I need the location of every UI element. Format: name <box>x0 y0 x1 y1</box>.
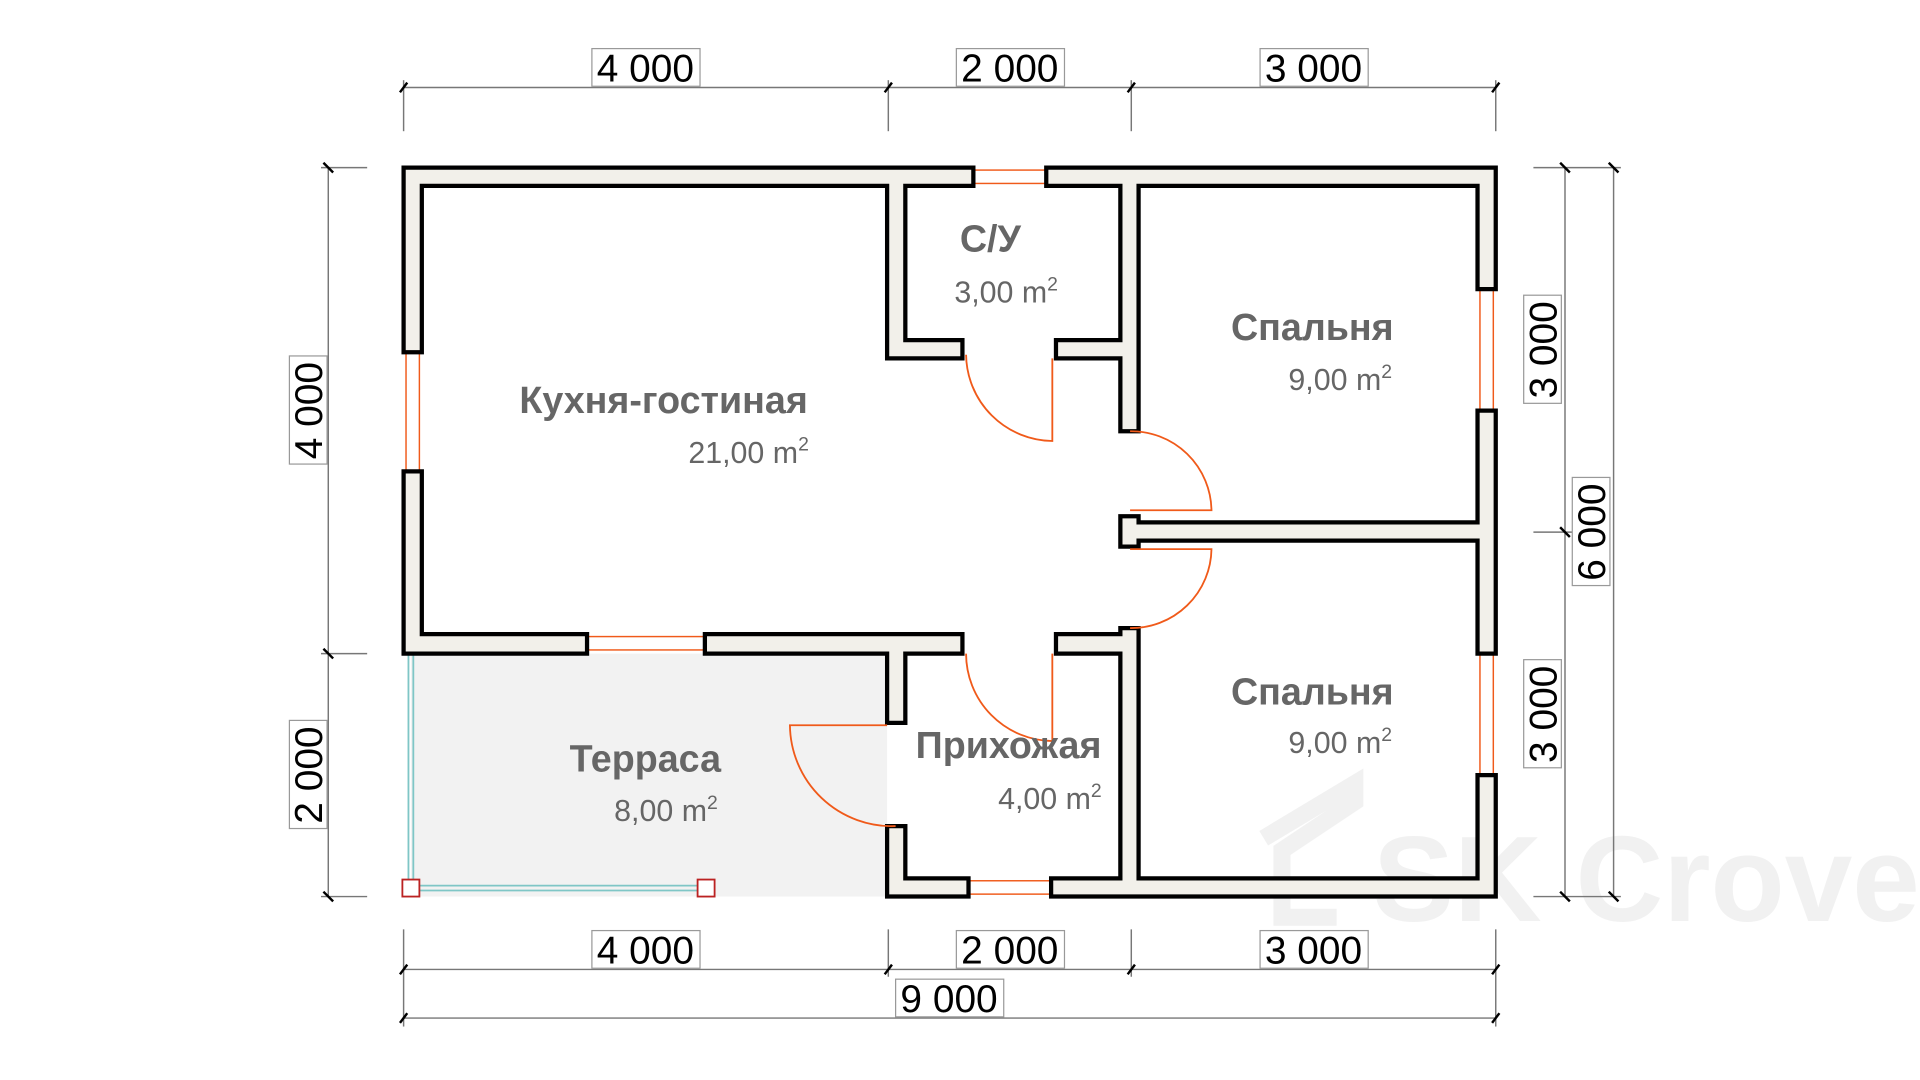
room-area: 9,00 <box>1288 364 1347 397</box>
room-name: Прихожая <box>916 724 1102 766</box>
window <box>405 351 421 473</box>
room-name: Спальня <box>1231 306 1394 348</box>
room-bathroom: С/У 3,00 m2 <box>954 217 1058 309</box>
dim-label: 4 000 <box>288 362 331 459</box>
door-bedroom-1 <box>1130 430 1213 512</box>
room-bedroom-1: Спальня 9,00 m2 <box>1231 306 1394 397</box>
window <box>972 169 1047 185</box>
dim-label: 2 000 <box>961 47 1058 90</box>
room-terrace: Терраса 8,00 m2 <box>570 737 722 828</box>
doors <box>788 354 1213 828</box>
window <box>1479 652 1495 776</box>
dimension-lines <box>320 80 1621 1027</box>
dimension-labels: 4 000 2 000 3 000 4 000 2 000 3 000 9 00… <box>288 47 1614 1021</box>
room-hallway: Прихожая 4,00 m2 <box>916 724 1102 816</box>
room-name: Спальня <box>1231 671 1394 713</box>
post-icon <box>696 878 716 898</box>
watermark-logo: SK Croves <box>1259 768 1920 947</box>
dim-label: 3 000 <box>1265 47 1362 90</box>
terrace-floor <box>410 653 888 897</box>
room-bedroom-2: Спальня 9,00 m2 <box>1231 671 1394 761</box>
terrace-railing <box>401 653 896 898</box>
room-area: 3,00 <box>954 276 1013 309</box>
svg-text:9,00 m2: 9,00 m2 <box>1288 361 1392 397</box>
door-bathroom <box>965 354 1054 442</box>
dim-label: 3 000 <box>1522 301 1565 398</box>
room-area: 8,00 <box>614 795 673 828</box>
dim-label: 2 000 <box>961 929 1058 972</box>
svg-text:4,00 m2: 4,00 m2 <box>998 780 1102 816</box>
door-bedroom-2 <box>1130 548 1213 629</box>
room-area: 21,00 <box>688 437 764 470</box>
dim-label: 4 000 <box>597 929 694 972</box>
room-name: Терраса <box>570 737 722 779</box>
room-area: 4,00 <box>998 783 1057 816</box>
door-hall <box>965 653 1054 742</box>
window <box>967 880 1052 895</box>
dim-label-total-width: 9 000 <box>900 978 997 1021</box>
dim-label: 3 000 <box>1522 666 1565 763</box>
room-kitchen-living: Кухня-гостиная 21,00 m2 <box>519 379 809 470</box>
door-entrance <box>788 724 896 828</box>
dim-label: 3 000 <box>1265 929 1362 972</box>
walls <box>401 165 1498 899</box>
svg-text:8,00 m2: 8,00 m2 <box>614 792 718 828</box>
window <box>1479 288 1495 412</box>
dim-label: 2 000 <box>288 726 331 823</box>
svg-text:21,00 m2: 21,00 m2 <box>688 434 809 470</box>
room-area: 9,00 <box>1288 727 1347 760</box>
room-name: Кухня-гостиная <box>519 379 807 421</box>
dim-label-total-height: 6 000 <box>1571 483 1614 580</box>
svg-text:9,00 m2: 9,00 m2 <box>1288 724 1392 760</box>
room-name: С/У <box>960 217 1022 259</box>
post-icon <box>401 878 421 898</box>
svg-text:3,00 m2: 3,00 m2 <box>954 273 1058 309</box>
dim-label: 4 000 <box>597 47 694 90</box>
window <box>586 635 706 651</box>
